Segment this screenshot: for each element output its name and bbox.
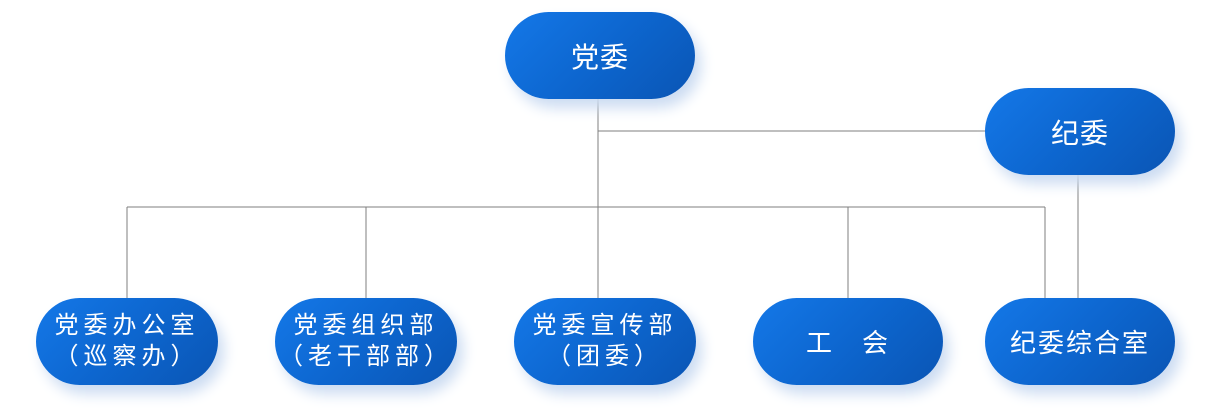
- node-label-party-committee: 党委: [570, 42, 629, 74]
- node-label-discipline-committee: 纪委: [1050, 118, 1109, 150]
- node-label-discipline-office: 纪委综合室: [1009, 329, 1150, 358]
- org-node-party-committee: 党委: [505, 12, 695, 99]
- org-node-party-office: 党委办公室 （巡察办）: [36, 298, 218, 385]
- org-node-discipline-committee: 纪委: [985, 88, 1175, 175]
- node-label-line2: （老干部部）: [279, 343, 453, 370]
- node-label-line1: 党委宣传部: [532, 312, 678, 339]
- org-node-labor-union: 工 会: [753, 298, 943, 385]
- node-label-line1: 党委组织部: [293, 312, 439, 339]
- org-node-discipline-office: 纪委综合室: [985, 298, 1175, 385]
- node-label-labor-union: 工 会: [805, 329, 890, 358]
- org-node-organization-dept: 党委组织部 （老干部部）: [275, 298, 457, 385]
- node-label-line2: （巡察办）: [54, 343, 200, 370]
- org-node-publicity-dept: 党委宣传部 （团委）: [514, 298, 696, 385]
- node-label-line1: 党委办公室: [54, 312, 200, 339]
- node-label-line2: （团委）: [547, 343, 663, 370]
